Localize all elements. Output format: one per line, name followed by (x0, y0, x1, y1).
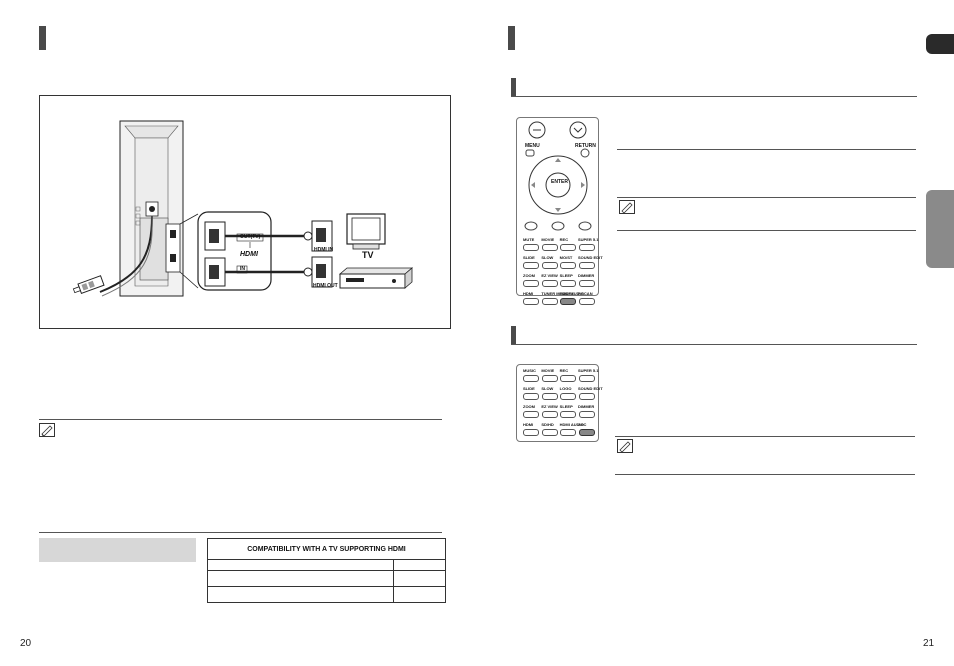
page-number-right: 21 (923, 638, 935, 649)
table-cell (393, 570, 446, 587)
remote-button-label: ASC (577, 422, 587, 427)
remote-button-label: TUNER MEMORY (541, 291, 575, 296)
hdmi-logo: HDMI (240, 251, 258, 258)
remote-bottom-row-2: SLIDE SLOW LOGO SOUND EDIT (523, 386, 603, 391)
table-side-heading-block (39, 538, 196, 562)
note-icon (619, 200, 635, 214)
table-cell (207, 559, 394, 571)
note-icon (617, 439, 633, 453)
note-rule-bottom (615, 474, 915, 475)
remote-button-label: HDMI (523, 291, 534, 296)
subsection-rule-2 (511, 344, 917, 345)
table-row (207, 586, 446, 603)
hdmi-connection-illustration (72, 120, 414, 297)
note-icon (39, 423, 55, 437)
remote-top-row-2: SLIDE SLOW MO/ST SOUND EDIT (523, 255, 603, 260)
remote-button-label: SUPER 5.1 (577, 368, 599, 373)
remote-button-label: DIMMER (577, 404, 595, 409)
table-cell (393, 586, 446, 603)
remote-top-row-1: MUTE MOVIE REC SUPER 5.1 (523, 237, 599, 242)
note-rule-top (615, 436, 915, 437)
hdmi-in-label: HDMI IN (314, 247, 334, 253)
remote-button-label: HDMI (523, 422, 534, 427)
remote-button-label: LOGO (559, 386, 572, 391)
connection-diagram: OUT(TV) IN HDMI HDMI IN HDMI OUT TV (39, 95, 451, 329)
remote-button-label: EZ VIEW (541, 273, 558, 278)
remote-button-label: MOVIE (541, 368, 555, 373)
remote-button-label: SLEEP (559, 273, 573, 278)
compatibility-table: COMPATIBILITY WITH A TV SUPPORTING HDMI (207, 538, 446, 603)
remote-button-label: P.SCAN (577, 291, 593, 296)
table-row (207, 559, 446, 571)
table-cell (207, 570, 394, 587)
remote-button-label: SLEEP (559, 404, 573, 409)
remote-button-label: SOUND EDIT (577, 386, 603, 391)
remote-button-label: ZOOM (523, 273, 535, 278)
remote-top-button-grid: MUTE MOVIE REC SUPER 5.1 SLIDE SLOW MO/S… (523, 237, 603, 305)
remote-button-label: SOUND EDIT (577, 255, 603, 260)
section-marker-right (508, 26, 515, 50)
enter-label: ENTER (551, 179, 568, 185)
remote-button-label: REC (559, 368, 569, 373)
remote-illustration-bottom: MUSIC MOVIE REC SUPER 5.1 SLIDE SLOW LOG… (516, 364, 603, 442)
remote-button-label: MUTE (523, 237, 535, 242)
remote-button-label: MO/ST (559, 255, 573, 260)
table-divider (39, 532, 442, 533)
hdmi-out-label: HDMI OUT (313, 283, 338, 289)
remote-button-label: REC (559, 237, 569, 242)
remote-button-label: DIMMER (577, 273, 595, 278)
section-marker-left (39, 26, 46, 50)
remote-bottom-row-4: HDMI SD/HD HDMI AUDIO ASC (523, 423, 595, 427)
in-label: IN (240, 266, 245, 272)
remote-button-label: SLOW (541, 386, 554, 391)
remote-button-label: ZOOM (523, 404, 535, 409)
remote-top-row-4: HDMI TUNER MEMORY HDMI AUDIO P.SCAN (523, 292, 595, 296)
chapter-tab (926, 34, 954, 54)
table-row (207, 570, 446, 587)
remote-bottom-button-grid: MUSIC MOVIE REC SUPER 5.1 SLIDE SLOW LOG… (523, 368, 603, 436)
table-cell (393, 559, 446, 571)
table-cell (207, 586, 394, 603)
remote-button-label: MOVIE (541, 237, 555, 242)
return-label: RETURN (575, 143, 596, 149)
page-number-left: 20 (20, 638, 32, 649)
table-header: COMPATIBILITY WITH A TV SUPPORTING HDMI (207, 538, 446, 560)
step-rule-2 (617, 197, 916, 198)
remote-button-label: EZ VIEW (541, 404, 558, 409)
menu-label: MENU (525, 143, 540, 149)
remote-button-label: SLIDE (523, 386, 535, 391)
remote-button-label: SLOW (541, 255, 554, 260)
section-side-tab (926, 190, 954, 268)
step-rule-3 (617, 230, 916, 231)
remote-button-label: SLIDE (523, 255, 535, 260)
remote-bottom-row-1: MUSIC MOVIE REC SUPER 5.1 (523, 368, 599, 373)
remote-illustration-top: MENU RETURN ENTER MUTE MOVIE REC SUPER 5… (516, 117, 603, 305)
out-tv-label: OUT(TV) (240, 234, 261, 240)
remote-button-label: SD/HD (541, 422, 554, 427)
subsection-rule-1 (511, 96, 917, 97)
subsection-marker-1 (511, 78, 516, 96)
remote-top-row-3: ZOOM EZ VIEW SLEEP DIMMER (523, 274, 595, 278)
subsection-marker-2 (511, 326, 516, 344)
step-rule-1 (617, 149, 916, 150)
remote-button-label: MUSIC (523, 368, 536, 373)
tv-label: TV (362, 250, 374, 260)
remote-bottom-row-3: ZOOM EZ VIEW SLEEP DIMMER (523, 405, 595, 409)
remote-button-label: HDMI AUDIO (559, 422, 584, 427)
note-divider-left (39, 419, 442, 420)
remote-button-label: HDMI AUDIO (559, 291, 584, 296)
remote-button-label: SUPER 5.1 (577, 237, 599, 242)
